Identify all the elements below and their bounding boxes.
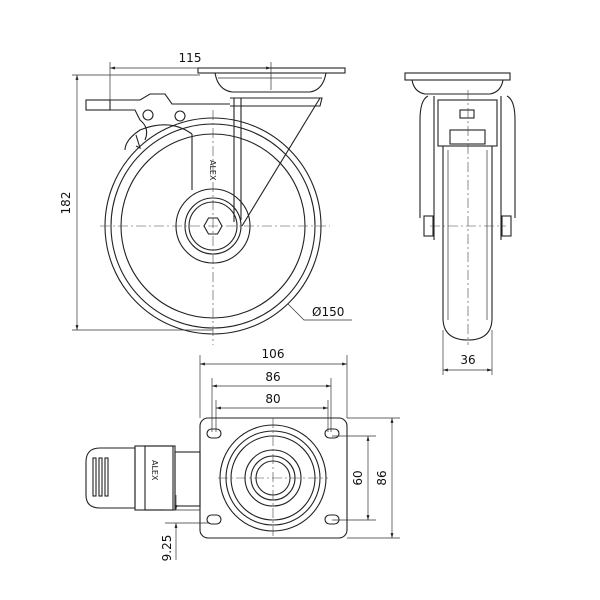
- brake-pedal-top: ALEX: [85, 445, 201, 511]
- dimension-80: 80: [215, 392, 329, 432]
- brake-logo: ALEX: [150, 460, 159, 481]
- dim-plate-height-label: 86: [375, 470, 389, 485]
- fork-logo: ALEX: [208, 160, 217, 181]
- fork: [124, 97, 323, 227]
- dimension-115: 115: [109, 51, 272, 100]
- centerlines: [100, 110, 330, 345]
- top-view: ALEX 106 86 80 60: [85, 347, 400, 561]
- dim-plate-width-label: 106: [262, 347, 285, 361]
- dim-hole-inner-label: 80: [265, 392, 280, 406]
- dim-hole-vertical-label: 60: [351, 470, 365, 485]
- top-plate: [197, 67, 346, 93]
- dim-offset-label: 115: [179, 51, 202, 65]
- dim-hole-outer-label: 86: [265, 370, 280, 384]
- dim-diameter-label: Ø150: [312, 305, 344, 319]
- dimension-9-25: 9.25: [160, 495, 210, 561]
- dimension-86-vertical: 86: [347, 417, 400, 539]
- dimension-diameter: Ø150: [287, 303, 352, 321]
- brake-lever: [85, 93, 230, 150]
- dim-width-label: 36: [460, 353, 475, 367]
- dim-height-label: 182: [59, 192, 73, 215]
- front-view: ALEX 115 182 Ø150: [59, 51, 352, 345]
- dimension-182: 182: [59, 74, 213, 331]
- mounting-holes: [206, 428, 340, 525]
- dim-brake-offset-label: 9.25: [160, 535, 174, 562]
- dimension-60: 60: [332, 435, 376, 521]
- dimension-36: 36: [442, 330, 493, 375]
- side-view: 36: [404, 72, 516, 375]
- dimension-106: 106: [199, 347, 348, 418]
- dimension-86-horizontal: 86: [211, 370, 332, 432]
